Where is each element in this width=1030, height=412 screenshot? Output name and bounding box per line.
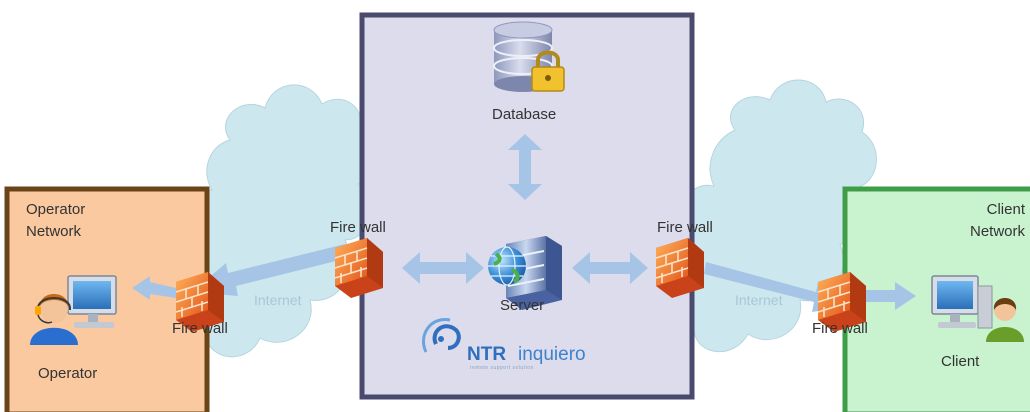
computer-icon-client bbox=[931, 275, 993, 329]
arrow-client-link bbox=[704, 262, 916, 312]
client-label: Client bbox=[941, 353, 980, 370]
firewall-label-client: Fire wall bbox=[812, 320, 868, 337]
arrow-operator-link bbox=[132, 244, 348, 300]
internet-label-left: Internet bbox=[254, 292, 302, 308]
arrow-database-server bbox=[508, 134, 542, 200]
firewall-icon-server-right bbox=[655, 237, 705, 299]
operator-person-icon bbox=[30, 294, 78, 345]
client-network-title-1: Client bbox=[987, 201, 1026, 218]
lock-icon bbox=[531, 50, 565, 92]
firewall-icon-server-left bbox=[334, 237, 384, 299]
internet-label-right: Internet bbox=[735, 292, 783, 308]
operator-label: Operator bbox=[38, 365, 97, 382]
brand-tagline: remote support solution bbox=[470, 365, 534, 371]
ntr-logo-icon bbox=[422, 318, 461, 353]
arrow-server-firewall-right bbox=[572, 252, 648, 284]
computer-icon-operator bbox=[67, 275, 117, 328]
firewall-label-server-right: Fire wall bbox=[657, 219, 713, 236]
brand-subname: inquiero bbox=[518, 344, 586, 365]
operator-network-title-2: Network bbox=[26, 223, 82, 240]
brand-name: NTR bbox=[467, 344, 506, 365]
firewall-label-operator: Fire wall bbox=[172, 320, 228, 337]
database-label: Database bbox=[492, 106, 556, 123]
client-network-title-2: Network bbox=[970, 223, 1026, 240]
server-label: Server bbox=[500, 297, 544, 314]
database-icon bbox=[493, 21, 553, 92]
operator-network-title-1: Operator bbox=[26, 201, 85, 218]
globe-icon bbox=[488, 246, 526, 286]
server-zone bbox=[359, 12, 695, 400]
client-person-icon bbox=[986, 298, 1024, 342]
arrow-firewall-server-left bbox=[402, 252, 484, 284]
firewall-label-server-left: Fire wall bbox=[330, 219, 386, 236]
